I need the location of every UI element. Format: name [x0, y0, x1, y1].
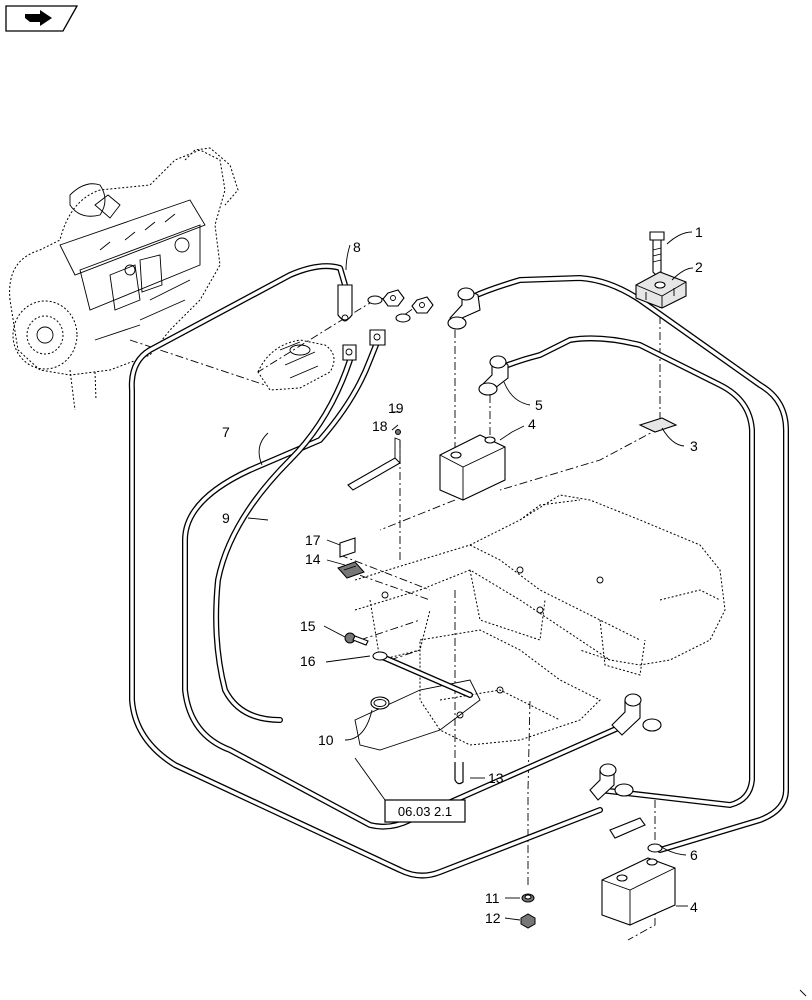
callout-2[interactable]: 2 [695, 259, 703, 275]
battery-clamp-mid [478, 355, 509, 396]
callout-19[interactable]: 19 [388, 400, 404, 416]
cable-5 [497, 335, 755, 808]
nut-washer-set [367, 289, 434, 323]
callout-labels: 1 2 3 4 4 5 6 7 8 9 10 11 12 13 14 15 16… [222, 224, 703, 926]
callout-17[interactable]: 17 [305, 532, 321, 548]
battery-clamp-top [447, 287, 481, 330]
callout-3[interactable]: 3 [690, 438, 698, 454]
pad-14 [337, 561, 365, 579]
callout-11[interactable]: 11 [485, 890, 500, 906]
terminal-lug-7 [342, 344, 357, 361]
battery-hold-down-2 [635, 271, 687, 309]
callout-6[interactable]: 6 [690, 847, 698, 863]
battery-clamp-lower-2 [589, 763, 634, 801]
cable-6 [464, 275, 789, 853]
bolt-1 [649, 231, 665, 277]
callout-9[interactable]: 9 [222, 510, 230, 526]
terminal-lug-9 [369, 329, 386, 346]
battery-4-upper [439, 434, 506, 501]
callout-14[interactable]: 14 [305, 551, 321, 567]
rod-13 [454, 762, 464, 785]
reference-link-label: 06.03 2.1 [398, 804, 452, 819]
callout-18[interactable]: 18 [372, 418, 388, 434]
leader-centerlines [129, 294, 661, 941]
cable-starter-strap [213, 357, 353, 723]
callout-4-upper[interactable]: 4 [528, 416, 536, 432]
washer-11 [521, 893, 535, 903]
reference-link-box[interactable]: 06.03 2.1 [384, 799, 466, 823]
callout-12[interactable]: 12 [485, 910, 501, 926]
cable-7 [128, 263, 603, 879]
tag-17 [339, 537, 356, 558]
clamp-10 [370, 696, 390, 710]
cable-9 [182, 337, 628, 830]
terminal-lug-6 [609, 817, 663, 853]
callout-1[interactable]: 1 [695, 224, 703, 240]
nut-12 [520, 913, 536, 929]
callout-13[interactable]: 13 [488, 770, 504, 786]
starter-motor [257, 339, 335, 391]
battery-4-lower [601, 857, 676, 926]
callout-15[interactable]: 15 [300, 618, 316, 634]
terminal-lug-8 [337, 284, 353, 322]
callout-10[interactable]: 10 [318, 732, 334, 748]
callout-7[interactable]: 7 [222, 424, 230, 440]
screw-15 [344, 632, 369, 646]
plate-3 [638, 417, 678, 433]
battery-clamp-lower-1 [611, 693, 662, 736]
callout-16[interactable]: 16 [300, 653, 316, 669]
back-arrow-icon [25, 10, 52, 26]
callout-8[interactable]: 8 [353, 239, 361, 255]
ground-strap-16 [372, 651, 473, 698]
callout-leaders [247, 231, 694, 921]
corner-mark [799, 989, 807, 997]
chassis-frame [354, 494, 726, 751]
callout-4-lower[interactable]: 4 [690, 899, 698, 915]
engine-illustration [9, 147, 239, 411]
bracket-18 [347, 429, 401, 491]
callout-5[interactable]: 5 [535, 397, 543, 413]
back-button[interactable] [5, 5, 79, 32]
